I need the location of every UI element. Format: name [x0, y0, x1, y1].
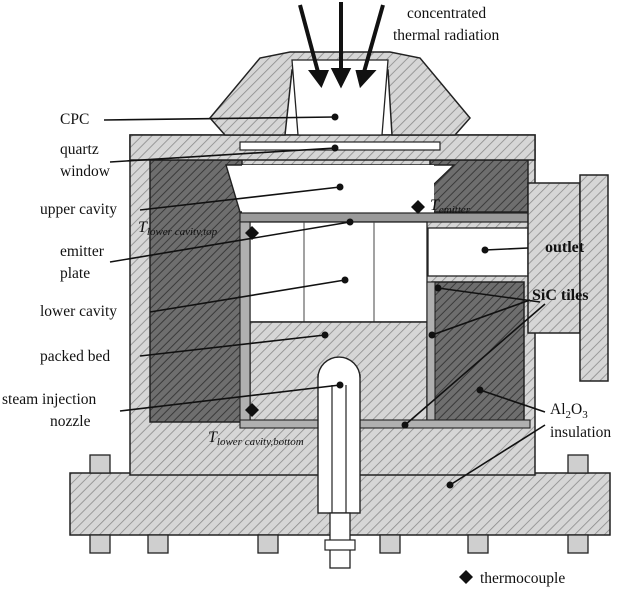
outlet-channel [427, 227, 529, 277]
radiation-label-line1: concentrated [407, 5, 486, 22]
nozzle-label-line1: steam injection [2, 391, 97, 408]
lower-cavity [249, 221, 428, 323]
bolts [89, 454, 589, 554]
nozzle-label-line2: nozzle [50, 413, 91, 430]
sic-tile-left [239, 221, 251, 423]
radiation-arrows [298, 2, 385, 89]
thermocouple-legend-label: thermocouple [480, 570, 565, 587]
quartz-label-line2: window [60, 163, 111, 180]
t-emitter-label: Temitter [430, 197, 471, 216]
outlet-flange-end [579, 174, 609, 382]
outlet-label: outlet [545, 239, 585, 256]
nozzle-shape [317, 374, 361, 514]
t-lower-top-label: Tlower cavity,top [138, 219, 218, 238]
al2o3-label: Al2O3 [550, 401, 588, 421]
radiation-label: concentrated thermal radiation [393, 5, 500, 44]
emitter-plate-shape [239, 212, 529, 223]
emitter-label-line1: emitter [60, 243, 105, 260]
quartz-window-shape [239, 141, 441, 151]
cpc-label: CPC [60, 111, 89, 128]
quartz-label-line1: quartz [60, 141, 99, 158]
tc-legend [459, 570, 473, 584]
radiation-label-line2: thermal radiation [393, 27, 500, 44]
lower-cavity-label: lower cavity [40, 303, 117, 320]
leader-lines [103, 113, 546, 489]
sic-tile-bottom [239, 419, 531, 429]
insulation-right [431, 281, 525, 423]
packed-bed-label: packed bed [40, 348, 110, 365]
tc-emitter [411, 200, 425, 214]
outlet-flange [527, 182, 581, 334]
emitter-label-line2: plate [60, 265, 90, 282]
cpc-shape [209, 51, 471, 136]
tc-lower-bottom [245, 403, 259, 417]
sic-label: SiC tiles [532, 287, 588, 304]
upper-cavity-label: upper cavity [40, 201, 117, 218]
tc-lower-top [245, 226, 259, 240]
t-lower-bottom-label: Tlower cavity,bottom [208, 429, 304, 448]
thermocouple-markers [245, 200, 473, 584]
insulation-label: insulation [550, 424, 611, 441]
